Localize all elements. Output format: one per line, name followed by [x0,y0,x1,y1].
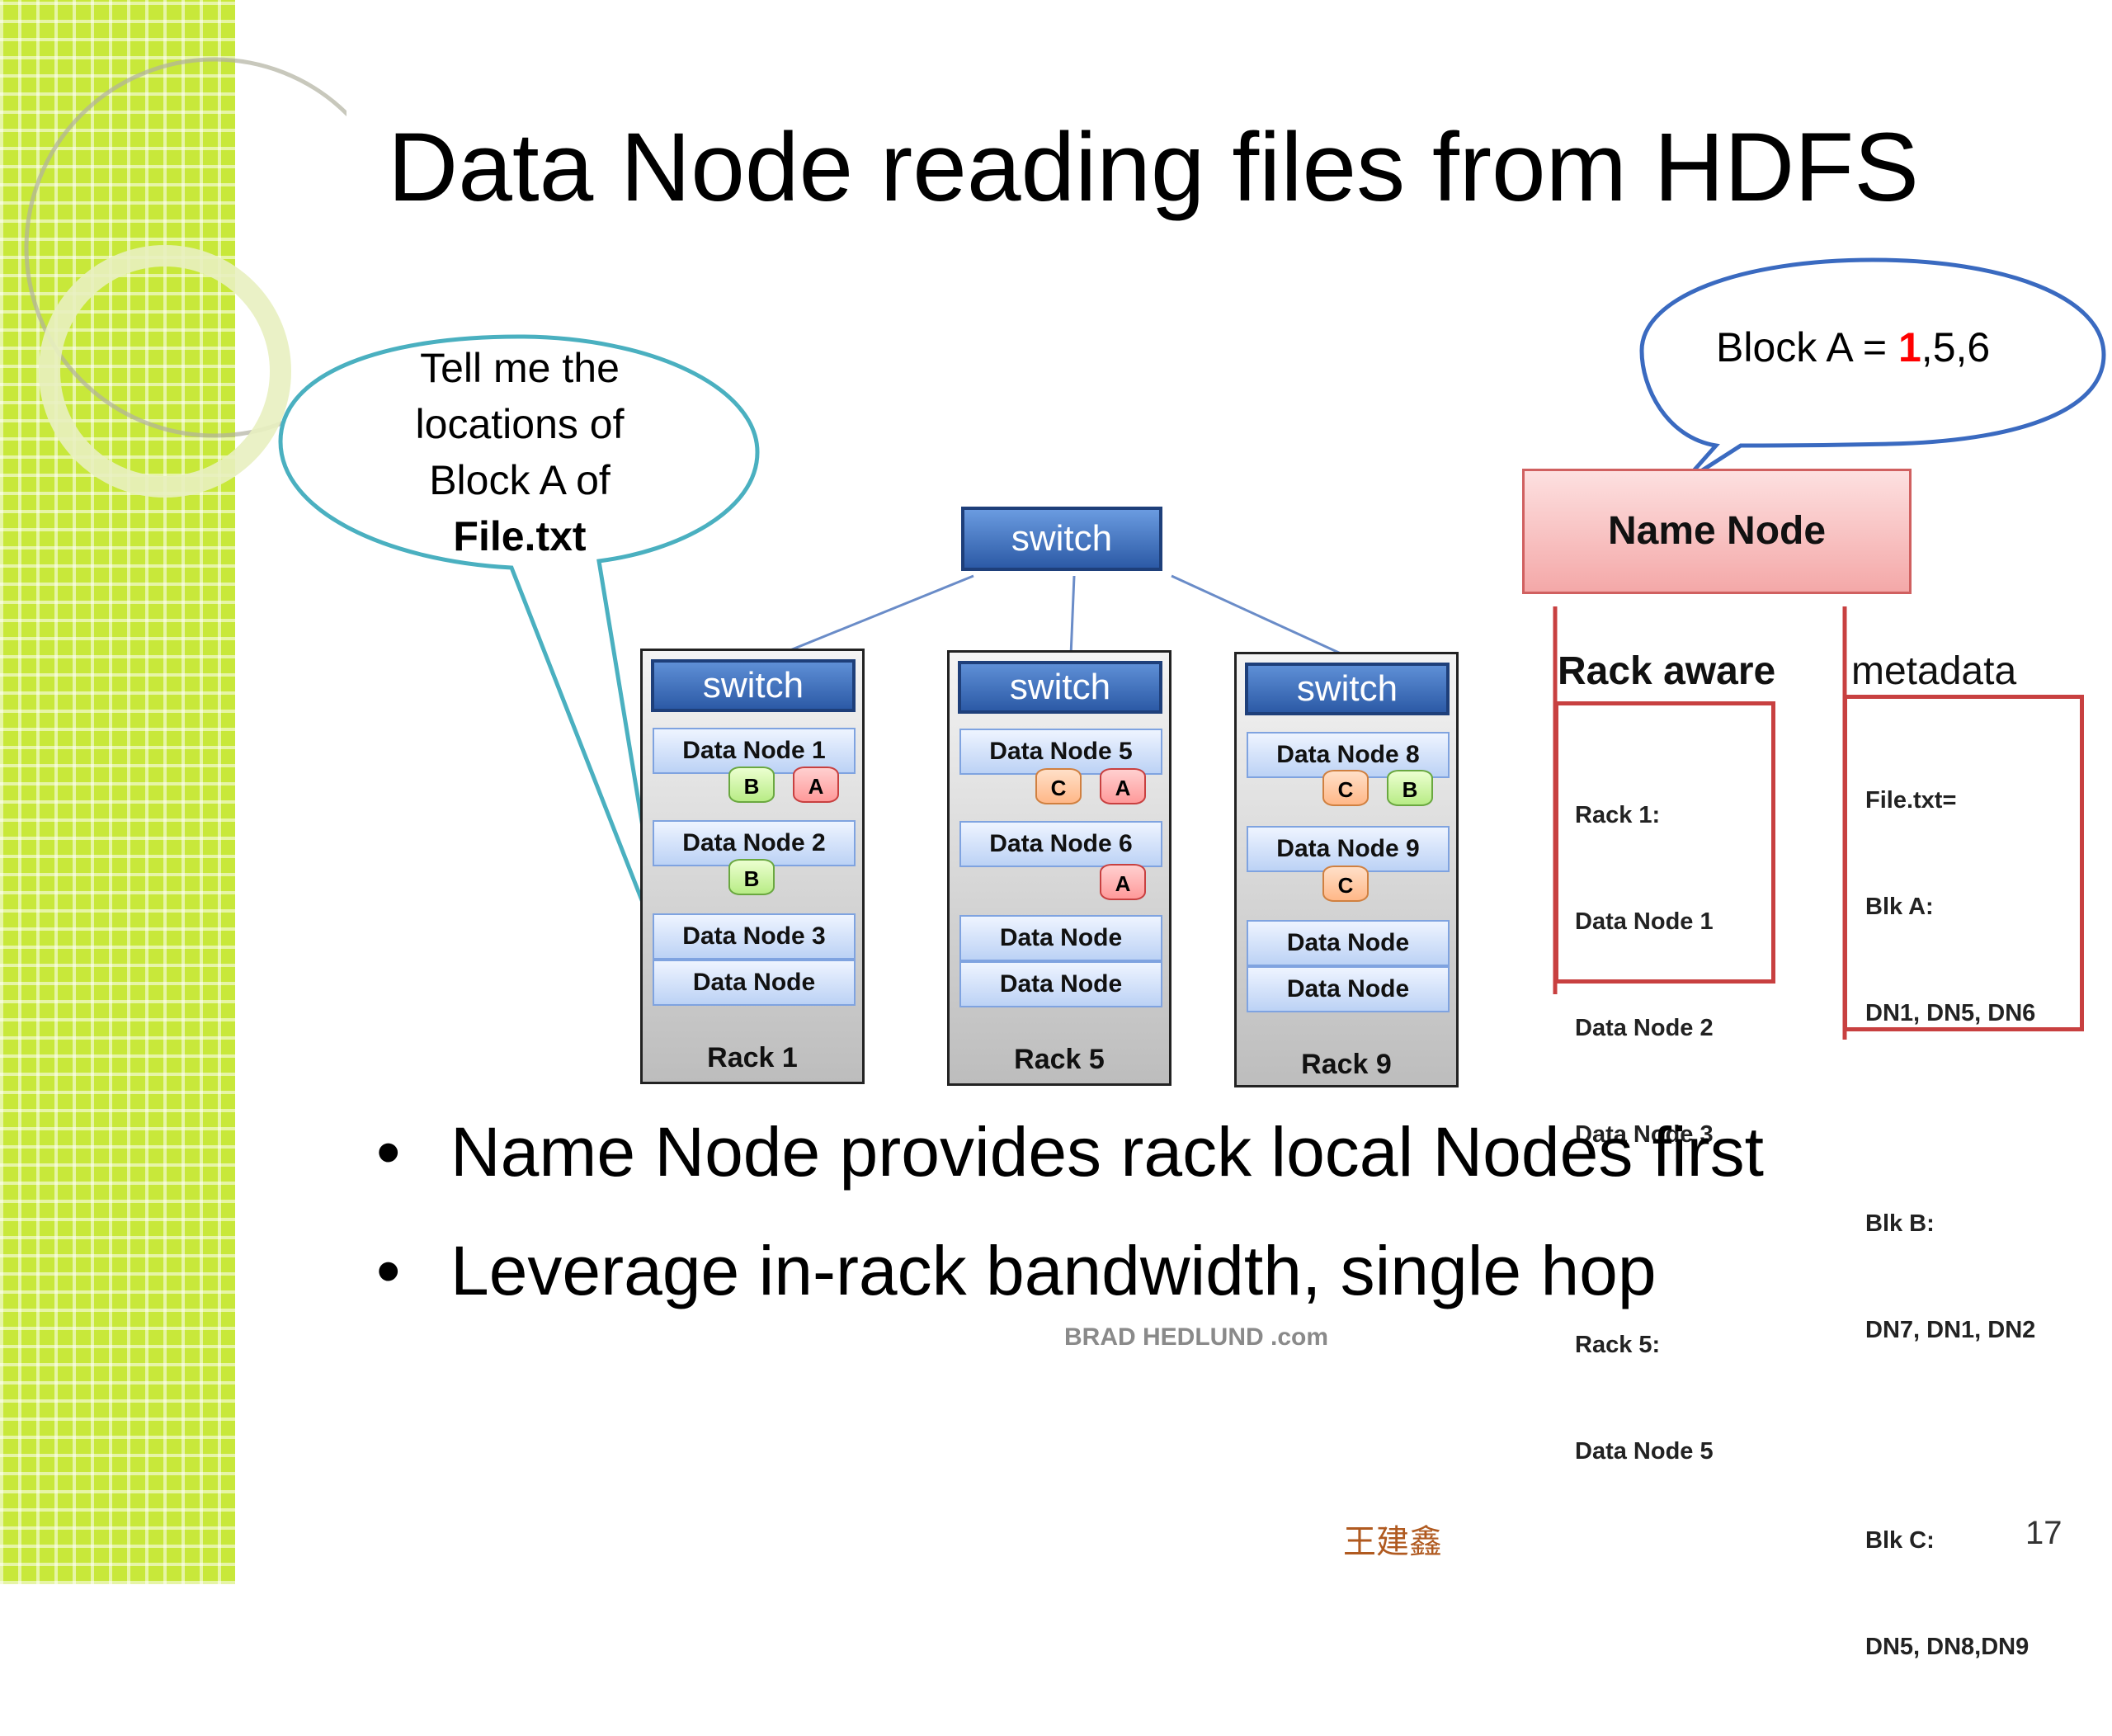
metadata-gap [1865,1102,2035,1135]
data-node: Data Node 6 [959,821,1162,867]
slide-title: Data Node reading files from HDFS [388,113,1919,222]
metadata-line: Blk C: [1865,1527,1935,1554]
rack-aware-line: Rack 5: [1575,1332,1661,1358]
block-cylinder: A [1100,864,1146,900]
block-cylinder: A [1100,768,1146,804]
bullet-item: • Name Node provides rack local Nodes fir… [376,1112,1764,1192]
metadata-line: Blk A: [1865,894,1934,920]
rack-switch: switch [651,659,856,712]
bullet-text: Name Node provides rack local Nodes firs… [450,1113,1764,1191]
bullet-marker: • [376,1113,401,1191]
block-cylinder: C [1322,770,1369,806]
data-node: Data Node 2 [653,820,856,866]
rack-label: Rack 1 [707,1042,798,1073]
rack-switch: switch [958,661,1162,714]
block-cylinder: C [1035,768,1082,804]
block-cylinder: C [1322,866,1369,902]
rack-aware-heading: Rack aware [1558,649,1776,693]
metadata-line: DN5, DN8,DN9 [1865,1634,2030,1660]
metadata-line: File.txt= [1865,787,1957,814]
rack-aware-line: Data Node 5 [1575,1438,1714,1465]
decorative-rings [24,57,346,498]
rack-aware-box: Rack 1: Data Node 1 Data Node 2 Data Nod… [1554,701,1775,1465]
rack-aware-line: Data Node 1 [1575,908,1714,935]
data-node: Data Node [959,961,1162,1007]
metadata-line: Blk B: [1865,1210,1935,1237]
client-bubble-filename: File.txt [453,513,587,559]
rack-aware-line: Data Node 3 [1575,1121,1714,1148]
client-bubble-line: Block A of [429,457,610,503]
page-number: 17 [2025,1515,2062,1551]
block-a-prefix: Block A = [1716,324,1898,370]
core-switch: switch [961,507,1162,571]
rack-aware-list: Rack 1: Data Node 1 Data Node 2 Data Nod… [1575,727,1714,1540]
client-bubble-line: Tell me the [420,345,620,391]
data-node: Data Node [1247,966,1450,1012]
metadata-line: DN7, DN1, DN2 [1865,1317,2036,1343]
data-node: Data Node [959,915,1162,961]
rack-1: switch Data Node 1 Data Node 2 Data Node… [640,649,865,1084]
rack-aware-line: Rack 1: [1575,802,1661,828]
metadata-gap [1865,1419,2035,1452]
metadata-heading: metadata [1851,649,2017,693]
data-node: Data Node 5 [959,729,1162,775]
block-cylinder: A [793,767,839,803]
data-node: Data Node [653,960,856,1006]
metadata-line: DN1, DN5, DN6 [1865,1000,2036,1026]
client-speech-bubble [278,334,760,958]
namenode-bubble-text: Block A = 1,5,6 [1716,323,1990,371]
client-bubble-text: Tell me the locations of Block A of File… [363,340,676,564]
rack-aware-line: Data Node 2 [1575,1015,1714,1041]
metadata-list: File.txt= Blk A: DN1, DN5, DN6 Blk B: DN… [1865,712,2035,1736]
client-bubble-line: locations of [415,401,625,447]
block-cylinder: B [728,859,775,895]
namenode-speech-bubble [1639,257,2106,485]
rack-label: Rack 5 [1014,1044,1105,1075]
bullet-text: Leverage in-rack bandwidth, single hop [450,1232,1657,1309]
rack-5: switch Data Node 5 Data Node 6 Data Node… [947,650,1172,1086]
block-a-highlight: 1 [1898,324,1921,370]
bullet-item: • Leverage in-rack bandwidth, single hop [376,1231,1657,1311]
block-cylinder: B [728,767,775,803]
block-a-suffix: ,5,6 [1921,324,1991,370]
name-node: Name Node [1522,469,1912,594]
credit-text: BRAD HEDLUND .com [1064,1323,1329,1351]
metadata-box: File.txt= Blk A: DN1, DN5, DN6 Blk B: DN… [1843,695,2084,1660]
author-name: 王建鑫 [1343,1524,1442,1560]
block-cylinder: B [1387,770,1433,806]
rack-switch: switch [1245,663,1450,715]
data-node: Data Node 3 [653,913,856,960]
rack-9: switch Data Node 8 Data Node 9 Data Node… [1234,652,1459,1087]
bullet-marker: • [376,1232,401,1309]
rack-label: Rack 9 [1301,1049,1392,1080]
data-node: Data Node 1 [653,728,856,774]
data-node: Data Node [1247,920,1450,966]
